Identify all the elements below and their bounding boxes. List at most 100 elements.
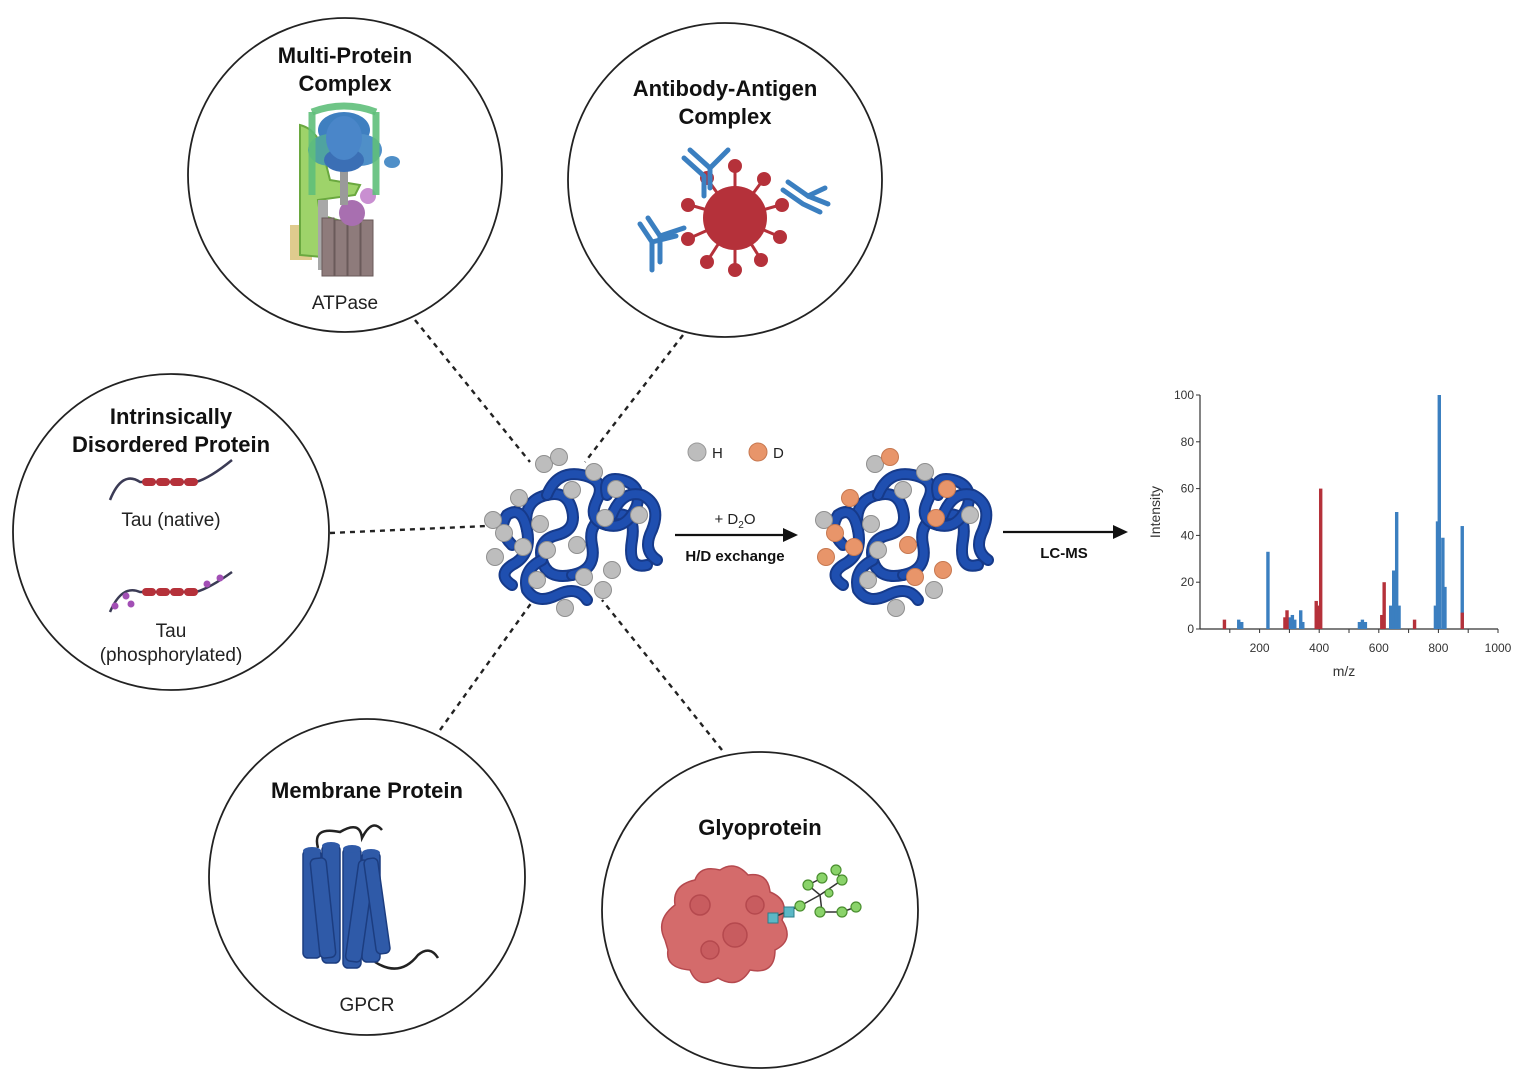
deuterium-dot [906,568,924,586]
connector-antibody [584,334,684,463]
deuterium-dot [899,536,917,554]
x-tick-label: 1000 [1485,641,1512,655]
hydrogen-dot [887,599,905,617]
hd-exchange-arrow: + D2O H/D exchange [675,511,798,565]
x-axis-label: m/z [1333,663,1356,679]
atpase-illustration [290,102,400,277]
spectrum-peak [1460,612,1464,629]
protein-backbone-highlight [853,556,922,604]
antibody-title-line1: Antibody-Antigen [633,76,818,101]
spectrum-peak [1441,537,1445,629]
deuterium-dot [938,480,956,498]
connector-membrane [439,601,533,731]
tau-phos-caption-line2: (phosphorylated) [100,645,243,666]
y-tick-label: 20 [1181,575,1195,589]
tau-native-icon [108,459,233,501]
hydrogen-dot [894,481,912,499]
protein-backbone-highlight [543,470,611,529]
spectrum-peak [1357,621,1362,629]
gpcr-icon [302,824,440,970]
hydrogen-dot [594,581,612,599]
spectrum-peak [1433,605,1438,629]
hydrogen-dot [603,561,621,579]
x-tick-label: 400 [1309,641,1329,655]
spectrum-peak [1380,614,1384,629]
deuterium-dot [927,509,945,527]
legend-d-label: D [773,445,784,462]
d2o-subscript: 2 [738,520,744,531]
legend-h-label: H [712,445,723,462]
hydrogen-dot [596,509,614,527]
spectrum-peak [1397,605,1401,629]
connector-multi-protein [414,319,531,463]
hydrogen-dot [550,448,568,466]
idp-title-line1: Intrinsically [110,404,233,429]
atpase-caption: ATPase [312,293,378,314]
d2o-label: + D2O [715,511,756,531]
spectrum-peak [1316,605,1321,629]
y-axis-label: Intensity [1147,486,1163,538]
hydrogen-dot [514,538,532,556]
protein-backbone-highlight [608,490,661,564]
deuterium-dot [826,524,844,542]
membrane-title: Membrane Protein [271,778,463,803]
phosphate-dots [111,574,224,610]
spectrum-peak [1360,619,1365,629]
hydrogen-dot [486,548,504,566]
spectrum-peak [1389,605,1393,629]
multi-protein-title-line1: Multi-Protein [278,43,412,68]
hydrogen-dot [484,511,502,529]
spectrum-peak [1290,614,1295,629]
x-tick-label: 800 [1428,641,1448,655]
lcms-arrow: LC-MS [1003,525,1128,562]
hydrogen-dot [869,541,887,559]
hydrogen-dot [585,463,603,481]
spectrum-peak [1293,619,1297,629]
glycan-chain-icon [767,864,862,924]
hydrogen-dot [925,581,943,599]
d2o-prefix: + D [715,511,739,528]
deuterium-dot [817,548,835,566]
spectrum-peak [1363,621,1368,629]
hydrogen-dot [568,536,586,554]
deuterium-dot [934,561,952,579]
hydrogen-dot [563,481,581,499]
hydrogen-dot [815,511,833,529]
connector-glyco [601,599,723,751]
spectrum-peak [1437,395,1441,629]
protein-backbone-highlight [499,508,532,589]
spectrum-peak [1443,586,1447,629]
antibody-icons [637,147,831,273]
circle-multi-protein-complex: Multi-Protein Complex ATPas [187,17,503,333]
antibody-title-line2: Complex [679,104,773,129]
glycoprotein-blob-icon [660,865,788,984]
protein-before-exchange-icon [484,448,663,617]
hydrogen-dot [862,515,880,533]
spectrum-peak [1460,526,1464,629]
idp-title-line2: Disordered Protein [72,432,270,457]
protein-backbone-highlight [939,490,992,564]
spectrum-peak [1435,521,1440,629]
spectrum-peak [1314,600,1318,629]
hydrogen-dot [575,568,593,586]
spectrum-peak [1266,551,1270,629]
hydrogen-dot [538,541,556,559]
spectrum-peak [1318,488,1323,629]
hydrogen-dot [510,489,528,507]
circle-antibody-antigen-complex: Antibody-Antigen Complex [567,22,883,338]
lcms-label: LC-MS [1040,545,1088,562]
spectrum-peak [1287,617,1292,629]
hydrogen-dot [866,455,884,473]
hydrogen-dot [531,515,549,533]
spectrum-peak [1394,512,1399,629]
circle-intrinsically-disordered-protein: Intrinsically Disordered Protein Tau (na… [12,373,330,691]
spectrum-peak [1412,619,1417,629]
x-tick-label: 200 [1250,641,1270,655]
glyco-title: Glyoprotein [698,815,821,840]
circle-glycoprotein: Glyoprotein [601,751,919,1069]
protein-backbone-highlight [522,556,591,604]
hydrogen-dot [528,571,546,589]
y-tick-label: 80 [1181,435,1195,449]
deuterium-dot [841,489,859,507]
y-tick-label: 60 [1181,482,1195,496]
